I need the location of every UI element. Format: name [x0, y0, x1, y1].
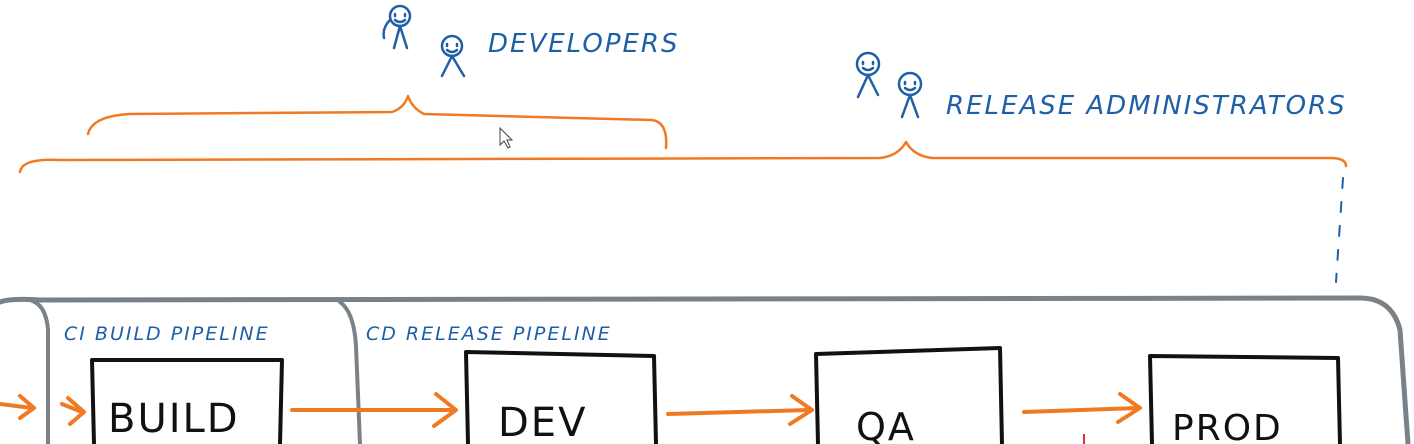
ci-pipeline-label: CI BUILD PIPELINE: [64, 323, 270, 345]
stage-box-qa: [814, 346, 1004, 444]
ci-panel-border: [28, 298, 50, 444]
stage-label-qa: QA: [856, 405, 916, 444]
cd-pipeline-label: CD RELEASE PIPELINE: [366, 323, 612, 345]
pipelines-container: [0, 295, 1411, 444]
arrow-dev-to-qa: [666, 394, 814, 426]
release-admins-people-icon: [855, 51, 923, 119]
release-admins-brace: [18, 140, 1348, 174]
cd-panel-border: [338, 300, 362, 444]
developers-label: DEVELOPERS: [488, 29, 680, 59]
stage-box-build: [90, 358, 284, 444]
stage-label-build: BUILD: [108, 396, 240, 442]
arrow-into-ci: [0, 394, 86, 426]
arrow-build-to-dev: [290, 392, 458, 428]
dashed-boundary: [1335, 177, 1344, 283]
stage-label-dev: DEV: [498, 400, 587, 444]
mouse-cursor-icon: [499, 126, 514, 149]
release-admins-label: RELEASE ADMINISTRATORS: [946, 91, 1347, 121]
stage-box-dev: [464, 350, 658, 444]
developers-brace: [86, 94, 668, 150]
stage-label-prod: PROD: [1172, 408, 1283, 444]
stage-box-prod: [1148, 354, 1342, 444]
developers-people-icon: [382, 4, 466, 78]
arrow-qa-to-prod: [1022, 392, 1142, 424]
